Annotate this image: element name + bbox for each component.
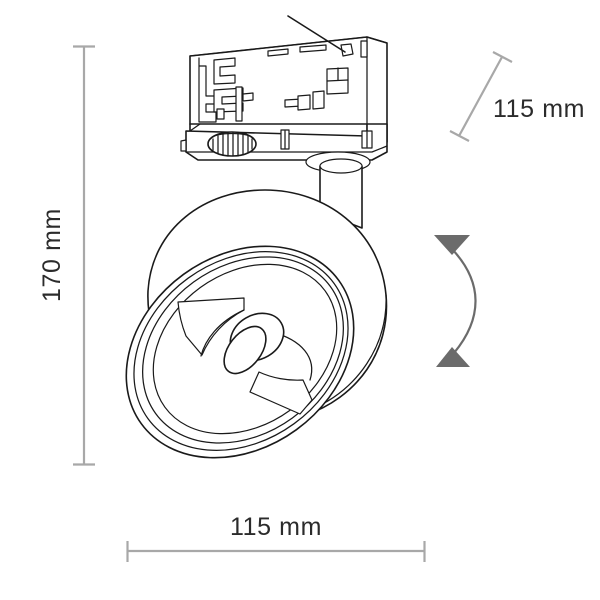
- adapter-right-bracket-cross: [326, 79, 349, 82]
- dimension-width: 115 mm: [126, 513, 426, 562]
- tilt-arrow-head-top: [434, 235, 470, 255]
- adapter-top-recess-b: [299, 44, 327, 53]
- tilt-arrow-head-bottom: [436, 347, 470, 367]
- reflector-sweep-left: [200, 309, 245, 357]
- depth-tick-top: [492, 51, 513, 63]
- width-dimension-label: 115 mm: [230, 513, 322, 541]
- depth-tick-bottom: [449, 130, 470, 142]
- tilt-arrow-curve: [450, 247, 477, 355]
- depth-dimension-label: 115 mm: [493, 95, 585, 123]
- knob-outer: [207, 131, 257, 157]
- bulb-capsule-inner: [223, 325, 267, 375]
- adapter-right-narrow-slot: [360, 40, 368, 58]
- reflector-lamp: [177, 297, 313, 415]
- adjustment-knob: [207, 131, 257, 157]
- dimension-height: 170 mm: [38, 45, 95, 466]
- bezel-ring-third: [142, 256, 344, 444]
- adapter-contact-blades: [198, 57, 254, 123]
- adapter-vent-slot-center: [280, 129, 290, 150]
- stem-top-ellipse: [319, 158, 363, 174]
- adapter-vent-slot-right: [361, 130, 373, 149]
- lamp-head: [125, 189, 388, 459]
- contact-blade-vertical: [235, 86, 243, 122]
- contact-blade-left: [198, 57, 217, 123]
- knob-top-arc: [210, 132, 254, 139]
- tilt-rotation-arrow: [434, 235, 477, 367]
- height-dimension-label: 170 mm: [38, 208, 66, 302]
- contact-blade-upper: [213, 57, 236, 85]
- contact-blade-tab: [242, 92, 254, 102]
- adapter-center-tab-c: [312, 90, 325, 110]
- adapter-leader-line: [287, 15, 346, 53]
- adapter-center-tab-b: [297, 94, 311, 111]
- adapter-diamond-detail: [340, 43, 354, 57]
- adapter-left-lug: [180, 139, 187, 152]
- bezel-ring-second: [133, 251, 349, 451]
- reflector-vane-lower-right: [249, 371, 313, 415]
- adapter-split-chamfer: [189, 123, 201, 132]
- track-adapter: [180, 15, 388, 161]
- depth-dimension-line: [458, 56, 503, 137]
- dimension-depth: 115 mm: [449, 51, 585, 142]
- contact-blade-small-tab: [216, 108, 225, 120]
- adapter-top-recess-a: [267, 48, 289, 57]
